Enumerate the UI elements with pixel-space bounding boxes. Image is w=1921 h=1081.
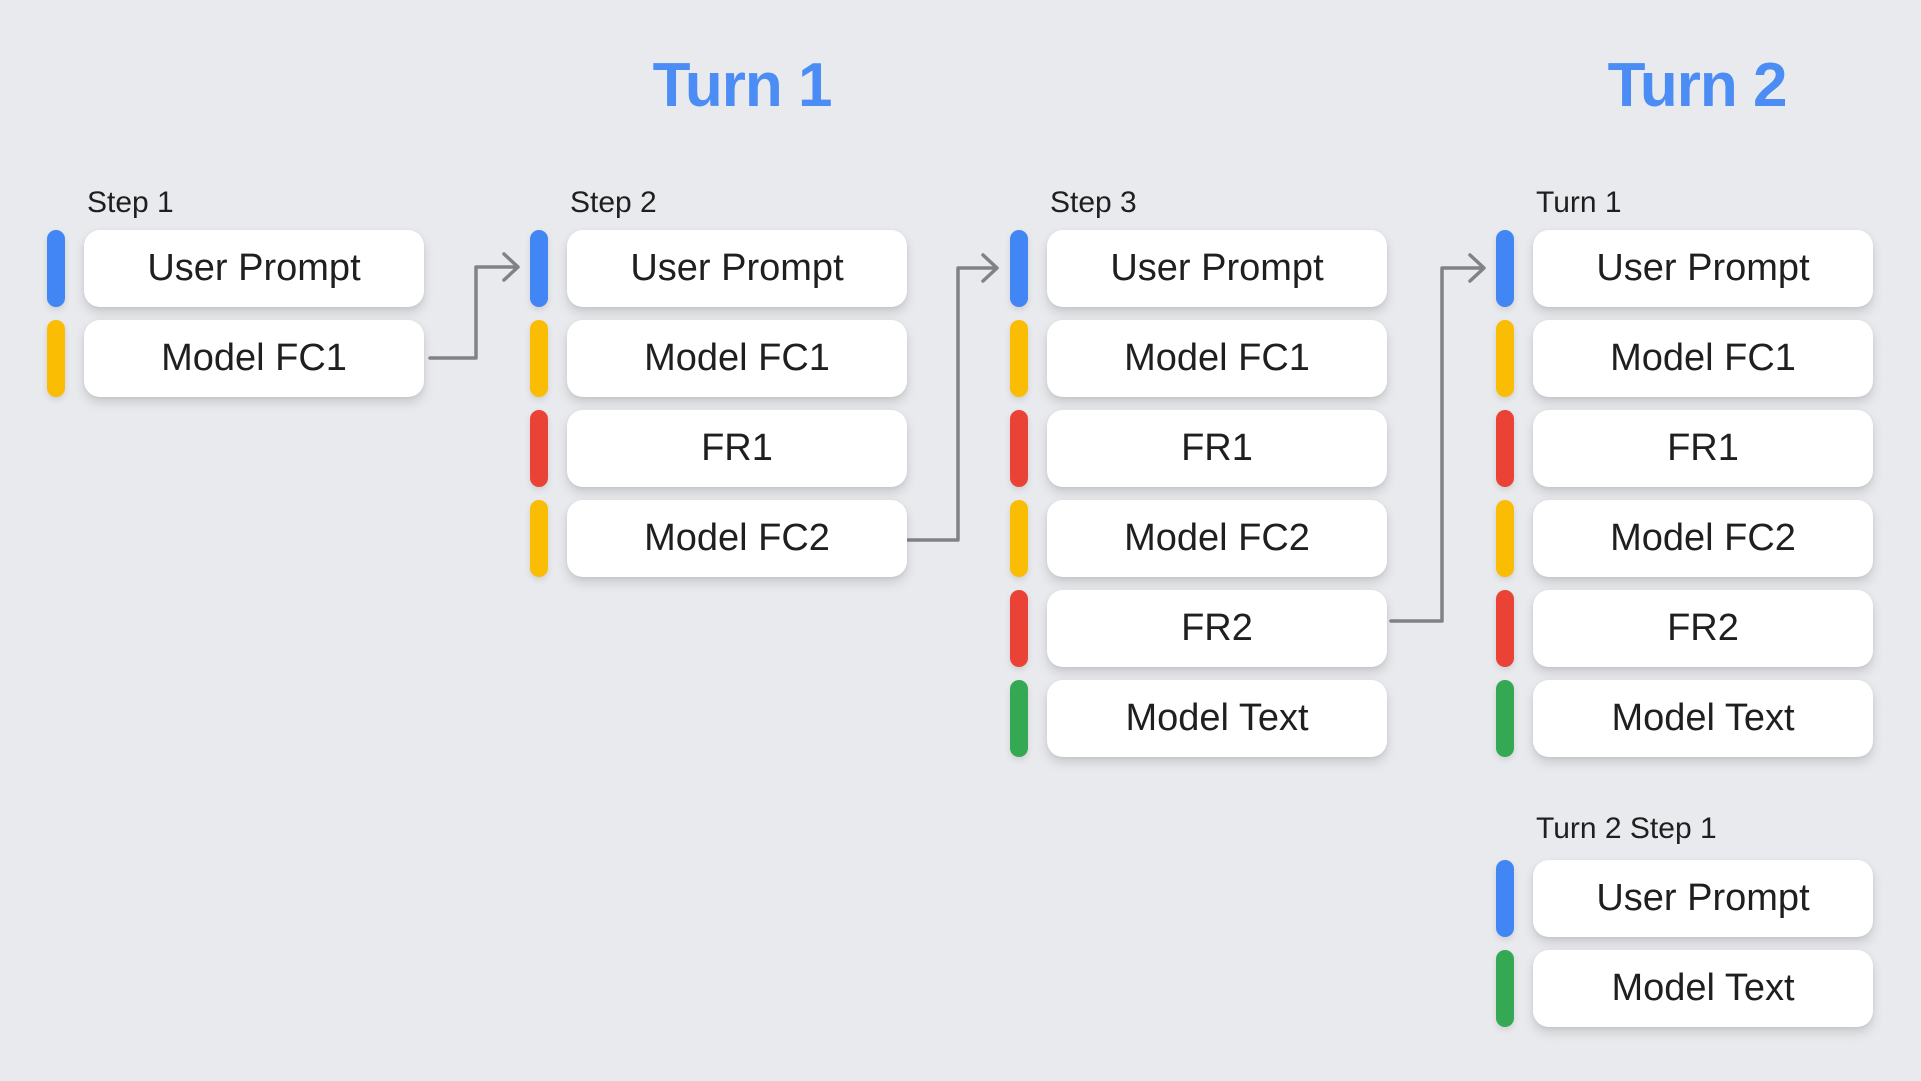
card-label: FR1 [1181,427,1253,469]
model-fc2-card: Model FC2 [1047,500,1387,577]
column-label: Turn 1 [1536,186,1622,219]
card-label: User Prompt [630,247,844,289]
model-text-bar [1496,680,1514,757]
model-fc1-card: Model FC1 [84,320,424,397]
card-row-model-fc1: Model FC1 [47,320,424,397]
column-turn-1-history: Turn 1 User Prompt Model FC1 FR1 Model F… [1496,0,1876,1081]
user-prompt-card: User Prompt [567,230,907,307]
card-row-model-text: Model Text [1496,950,1873,1027]
column-step-2: Step 2 User Prompt Model FC1 FR1 Model F… [530,0,910,1081]
function-response-bar [530,410,548,487]
fr1-card: FR1 [1533,410,1873,487]
card-row-user-prompt: User Prompt [1496,230,1873,307]
card-row-user-prompt: User Prompt [1010,230,1387,307]
fr1-card: FR1 [567,410,907,487]
card-row-model-fc1: Model FC1 [1496,320,1873,397]
card-label: Model FC2 [1610,517,1796,559]
user-role-bar [1496,860,1514,937]
card-label: Model Text [1611,697,1795,739]
card-label: Model FC2 [644,517,830,559]
card-row-model-text: Model Text [1496,680,1873,757]
card-row-model-fc1: Model FC1 [530,320,907,397]
model-fc1-card: Model FC1 [567,320,907,397]
model-text-bar [1496,950,1514,1027]
fr2-card: FR2 [1533,590,1873,667]
model-fc-bar [1496,500,1514,577]
model-fc1-card: Model FC1 [1047,320,1387,397]
function-response-bar [1010,410,1028,487]
column-step-1: Step 1 User Prompt Model FC1 [47,0,427,1081]
user-prompt-card: User Prompt [1533,860,1873,937]
card-label: Model Text [1125,697,1309,739]
card-row-fr1: FR1 [1496,410,1873,487]
model-fc-bar [1496,320,1514,397]
column-step-3: Step 3 User Prompt Model FC1 FR1 Model F… [1010,0,1390,1081]
model-fc-bar [530,500,548,577]
function-response-bar [1010,590,1028,667]
card-row-user-prompt: User Prompt [530,230,907,307]
card-label: Model Text [1611,967,1795,1009]
card-label: Model FC1 [161,337,347,379]
card-row-user-prompt: User Prompt [47,230,424,307]
card-label: User Prompt [147,247,361,289]
model-text-card: Model Text [1533,680,1873,757]
card-row-model-fc2: Model FC2 [1496,500,1873,577]
card-row-fr2: FR2 [1496,590,1873,667]
user-role-bar [1496,230,1514,307]
card-row-model-fc2: Model FC2 [1010,500,1387,577]
turn-2-title: Turn 2 [1607,51,1788,120]
model-fc-bar [530,320,548,397]
card-label: User Prompt [1596,877,1810,919]
card-label: User Prompt [1596,247,1810,289]
card-row-user-prompt: User Prompt [1496,860,1873,937]
model-fc2-card: Model FC2 [1533,500,1873,577]
model-text-card: Model Text [1047,680,1387,757]
column-label: Step 3 [1050,186,1137,219]
user-role-bar [1010,230,1028,307]
card-label: FR1 [1667,427,1739,469]
function-response-bar [1496,410,1514,487]
arrow-step2-to-step3 [906,253,999,542]
user-prompt-card: User Prompt [1047,230,1387,307]
card-label: Model FC1 [644,337,830,379]
model-fc1-card: Model FC1 [1533,320,1873,397]
user-prompt-card: User Prompt [1533,230,1873,307]
card-label: User Prompt [1110,247,1324,289]
card-row-model-fc2: Model FC2 [530,500,907,577]
model-fc-bar [1010,320,1028,397]
function-response-bar [1496,590,1514,667]
model-fc-bar [47,320,65,397]
card-row-model-text: Model Text [1010,680,1387,757]
card-label: Model FC2 [1124,517,1310,559]
fr2-card: FR2 [1047,590,1387,667]
turn-2-step-1-label: Turn 2 Step 1 [1536,812,1717,845]
user-prompt-card: User Prompt [84,230,424,307]
card-row-fr1: FR1 [530,410,907,487]
card-label: Model FC1 [1124,337,1310,379]
model-text-bar [1010,680,1028,757]
card-label: FR2 [1181,607,1253,649]
model-fc-bar [1010,500,1028,577]
card-row-model-fc1: Model FC1 [1010,320,1387,397]
column-label: Step 1 [87,186,174,219]
model-fc2-card: Model FC2 [567,500,907,577]
card-label: FR1 [701,427,773,469]
card-label: Model FC1 [1610,337,1796,379]
card-row-fr2: FR2 [1010,590,1387,667]
user-role-bar [530,230,548,307]
model-text-card: Model Text [1533,950,1873,1027]
arrow-step1-to-step2 [428,252,520,360]
turn-1-title: Turn 1 [652,51,833,120]
fr1-card: FR1 [1047,410,1387,487]
user-role-bar [47,230,65,307]
card-row-fr1: FR1 [1010,410,1387,487]
column-label: Step 2 [570,186,657,219]
arrow-step3-to-turn1 [1389,253,1486,623]
card-label: FR2 [1667,607,1739,649]
